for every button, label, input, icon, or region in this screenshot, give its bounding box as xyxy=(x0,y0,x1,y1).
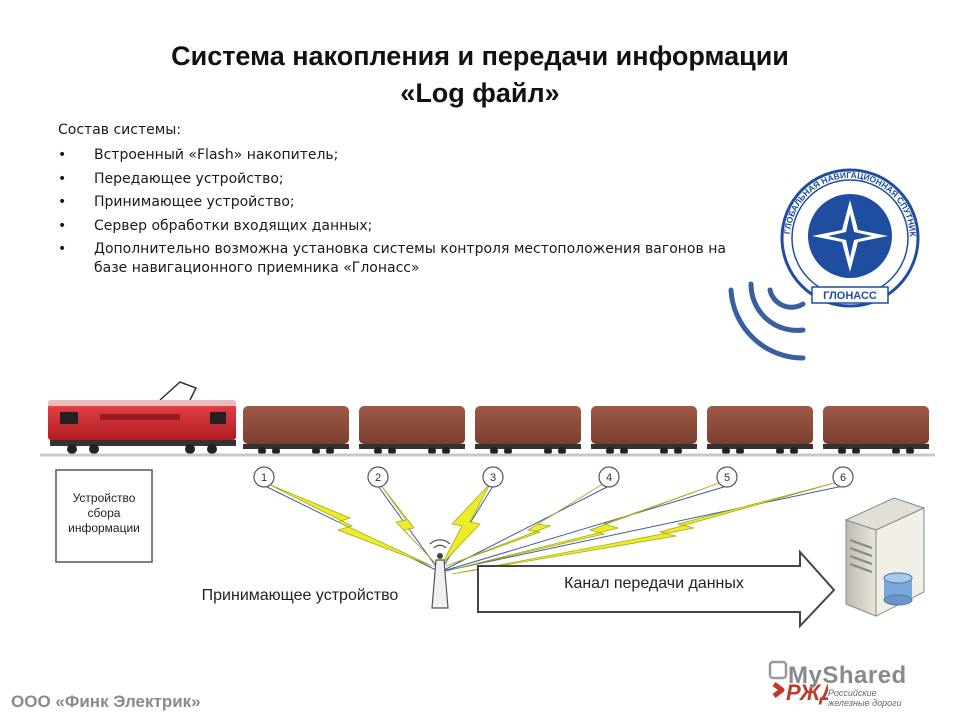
signal-waves-icon xyxy=(728,281,806,361)
wagons xyxy=(243,406,929,455)
bullet-item: •Сервер обработки входящих данных; xyxy=(58,217,373,234)
sensor-marker-6: 6 xyxy=(832,466,854,488)
lightning-bolt-4-icon xyxy=(445,481,607,567)
svg-text:2: 2 xyxy=(375,472,381,484)
lightning-bolt-6-icon xyxy=(451,481,839,575)
intro-text: Состав системы: xyxy=(58,122,182,138)
bullet-item: •Встроенный «Flash» накопитель; xyxy=(58,147,339,163)
svg-text:1: 1 xyxy=(261,472,267,484)
sensor-marker-5: 5 xyxy=(716,466,738,488)
title-line-2: «Log файл» xyxy=(400,78,560,108)
svg-text:6: 6 xyxy=(840,472,846,484)
collector-label-line-3: информации xyxy=(68,521,140,535)
sensor-marker-1: 1 xyxy=(253,466,275,488)
bullet-list: •Встроенный «Flash» накопитель; •Передаю… xyxy=(58,146,738,283)
collector-label-line-2: сбора xyxy=(88,506,121,520)
wagon-5 xyxy=(707,406,813,455)
bullet-dot-icon: • xyxy=(58,241,67,257)
wagon-number-markers: 1 2 3 4 5 6 xyxy=(253,466,854,488)
sensor-marker-4: 4 xyxy=(598,466,620,488)
lightning-bolt-5-icon xyxy=(449,481,723,571)
company-footer: ООО «Финк Электрик» xyxy=(11,692,201,711)
server-icon xyxy=(844,497,926,617)
lightning-signals xyxy=(267,481,839,575)
title-line-1: Система накопления и передачи информации xyxy=(171,41,789,71)
wagon-2 xyxy=(359,406,465,455)
bullet-item: •Передающее устройство; xyxy=(58,170,284,187)
wagon-6 xyxy=(823,406,929,455)
collector-box: Устройство сбора информации xyxy=(55,469,153,563)
lightning-bolt-2-icon xyxy=(379,483,437,565)
collector-label-line-1: Устройство xyxy=(73,491,136,505)
svg-text:3: 3 xyxy=(490,472,496,484)
svg-text:ГЛОБАЛЬНАЯ НАВИГАЦИОННАЯ СПУТН: ГЛОБАЛЬНАЯ НАВИГАЦИОННАЯ СПУТНИКОВАЯ СИС… xyxy=(0,0,918,238)
myshared-watermark-text: MyShared xyxy=(788,662,907,689)
rzd-caption: Российские железные дороги xyxy=(828,688,902,708)
data-channel-arrow-icon: Канал передачи данных xyxy=(477,549,836,629)
antenna-icon xyxy=(429,539,451,609)
bullet-dot-icon: • xyxy=(58,170,67,187)
locomotive-icon xyxy=(48,381,236,454)
bullet-item: •Принимающее устройство; xyxy=(58,194,295,210)
bullet-item: •Дополнительно возможна установка систем… xyxy=(58,241,726,276)
channel-label: Канал передачи данных xyxy=(564,575,744,592)
wagon-1 xyxy=(243,406,349,455)
myshared-watermark-icon: РЖД xyxy=(768,660,828,705)
glonass-seal-label: ГЛОНАСС xyxy=(823,290,877,302)
sensor-marker-3: 3 xyxy=(482,466,504,488)
bullet-dot-icon: • xyxy=(58,217,67,234)
lightning-bolt-1-icon xyxy=(267,483,433,567)
bullet-dot-icon: • xyxy=(58,194,67,210)
svg-text:5: 5 xyxy=(724,472,730,484)
sensor-marker-2: 2 xyxy=(367,466,389,488)
wagon-3 xyxy=(475,406,581,455)
bullet-dot-icon: • xyxy=(58,147,67,163)
receiver-label: Принимающее устройство xyxy=(202,587,399,604)
wagon-4 xyxy=(591,406,697,455)
glonass-ring-text: ГЛОБАЛЬНАЯ НАВИГАЦИОННАЯ СПУТНИКОВАЯ СИС… xyxy=(0,0,918,238)
rzd-logo: РЖД xyxy=(786,680,828,705)
glonass-logo: ГЛОБАЛЬНАЯ НАВИГАЦИОННАЯ СПУТНИКОВАЯ СИС… xyxy=(0,0,920,308)
svg-text:4: 4 xyxy=(606,472,612,484)
slide-title: Система накопления и передачи информации… xyxy=(0,38,960,112)
